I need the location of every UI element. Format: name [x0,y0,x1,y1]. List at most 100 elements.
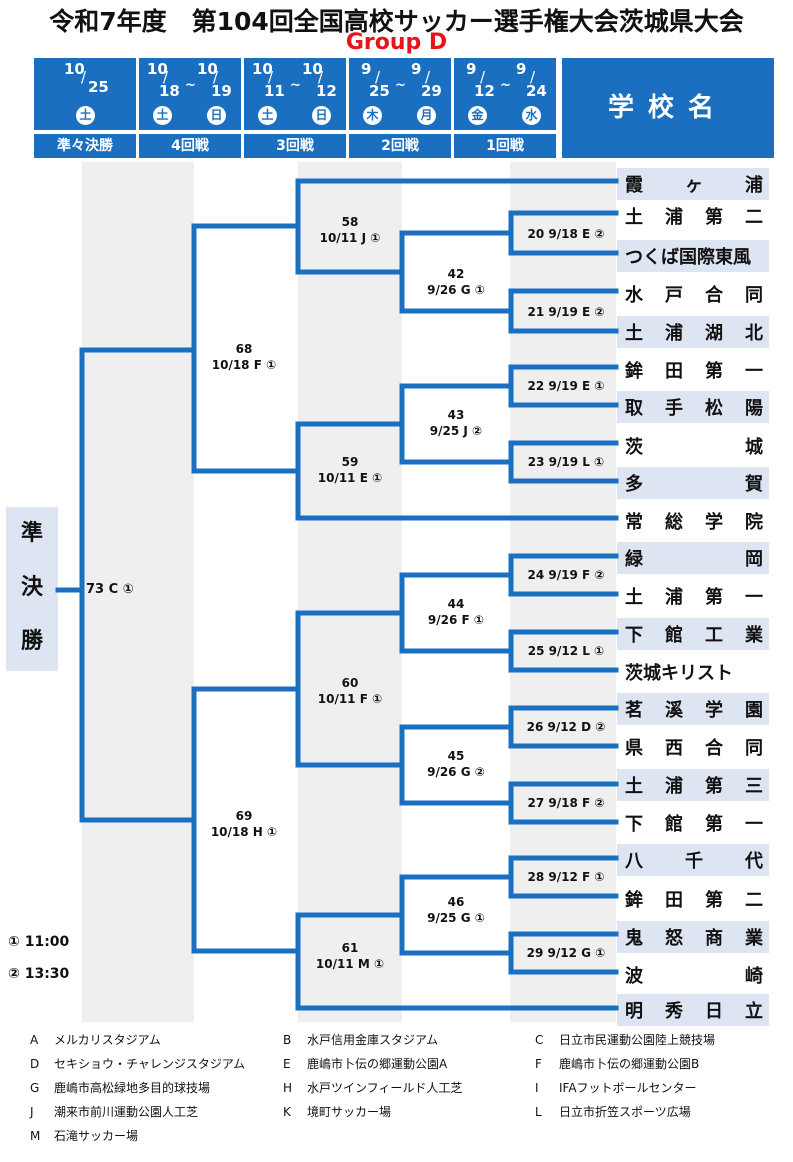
team-name-char: 浦 [665,323,683,344]
weekday-badge: 日 [312,106,331,125]
team-row: つくば国際東風 [617,240,769,272]
team-row: 霞ヶ浦 [617,168,769,200]
team-row: 多賀 [617,467,769,499]
band-r2 [298,162,402,1022]
venue-name: 水戸ツインフィールド人工芝 [307,1081,463,1095]
team-name-char: 総 [665,512,683,533]
team-name-char: 松 [705,398,723,419]
team-name-char: 土 [625,587,643,608]
team-name-char: 風 [733,247,751,268]
team-name-char: 業 [745,928,763,949]
team-name-char: ト [715,663,733,684]
venue-name: 水戸信用金庫スタジアム [307,1033,439,1047]
match-label-21: 21 9/19 E ② [527,305,605,319]
team-name-char: 水 [625,285,643,306]
line-m45 [295,724,405,806]
team-row: 鉾田第二 [617,883,769,915]
team-name-char: 秀 [665,1001,683,1022]
team-name-char: 合 [705,738,723,759]
team-name-char: 第 [705,890,723,911]
team-name-char: 田 [665,890,683,911]
line-m73 [55,347,85,823]
team-name-char: 浦 [665,776,683,797]
team-name-char: キ [661,663,679,684]
team-name-char: 学 [705,512,723,533]
venue-key: J [30,1105,34,1119]
line-m69 [79,686,197,954]
venue-key: M [30,1129,41,1143]
venue-key: C [535,1033,544,1047]
venue-key: D [30,1057,40,1071]
team-name-char: 業 [745,625,763,646]
weekday-badge: 木 [363,106,382,125]
line-m27 [399,781,619,825]
header-cell-r3: 10 / 11 ~ 10 / 12 土 日 [244,58,346,130]
team-name-char: 千 [685,851,703,872]
team-name-char: 日 [705,1001,723,1022]
team-name-char: 代 [745,851,763,872]
team-name-char: 鉾 [625,890,643,911]
venue-key: B [283,1033,292,1047]
team-row: 水戸合同 [617,278,769,310]
header-cell-r1: 9 / 12 ~ 9 / 24 金 水 [454,58,556,130]
team-name-char: 波 [625,966,643,987]
venue-name: メルカリスタジアム [54,1033,161,1047]
round-label-r4: 4回戦 [139,134,241,158]
team-name-char: 茨 [625,663,643,684]
team-name-char: 湖 [705,323,723,344]
team-name-char: 下 [625,625,643,646]
team-name-char: 取 [625,398,643,419]
venue-name: IFAフットボールセンター [559,1081,697,1095]
team-name-char: 戸 [665,285,683,306]
team-name-char: ヶ [685,175,703,196]
match-label-23: 23 9/19 L ① [527,455,605,469]
team-name-char: 茗 [625,700,643,721]
match-label-73: 73 C ① [86,582,134,597]
team-row: 緑岡 [617,542,769,574]
match-label-22: 22 9/19 E ① [527,379,605,393]
team-name-char: 鬼 [625,928,643,949]
team-name-char: 怒 [665,928,683,949]
team-name-char: 常 [625,512,643,533]
venue-name: 境町サッカー場 [307,1105,392,1119]
team-name-char: 溪 [665,700,683,721]
match-label-27: 27 9/18 F ② [527,796,605,810]
weekday-badge: 日 [207,106,226,125]
team-row: 波崎 [617,959,769,991]
team-name-char: 手 [665,398,683,419]
venue-item: B 水戸信用金庫スタジアム [283,1031,438,1048]
team-name-char: 第 [705,587,723,608]
team-name-char: 第 [705,814,723,835]
team-name-char: 土 [625,776,643,797]
line-m59 [191,421,619,521]
team-name-char: 一 [745,814,763,835]
team-name-char: 同 [745,738,763,759]
group-subtitle: Group D [345,30,448,55]
venue-name: 鹿嶋市高松緑地多目的球技場 [54,1081,211,1095]
match-label-26: 26 9/12 D ② [526,720,606,734]
line-m42 [295,230,405,314]
match-label-24: 24 9/19 F ② [527,568,605,582]
line-m26 [399,705,619,749]
header-cell-r4: 10 / 18 ~ 10 / 19 土 日 [139,58,241,130]
weekday-badge: 土 [76,106,95,125]
line-m58 [191,178,619,275]
venue-key: I [535,1081,539,1095]
venue-name: 潮来市前川運動公園人工芝 [54,1105,199,1119]
team-name-char: 館 [665,625,683,646]
team-row: 茨城 [617,430,769,462]
venue-item: I IFAフットボールセンター [535,1079,697,1096]
team-row: 土浦第一 [617,580,769,612]
page-title: 令和7年度 第104回全国高校サッカー選手権大会茨城県大会 [49,7,744,36]
line-m44 [295,572,405,654]
